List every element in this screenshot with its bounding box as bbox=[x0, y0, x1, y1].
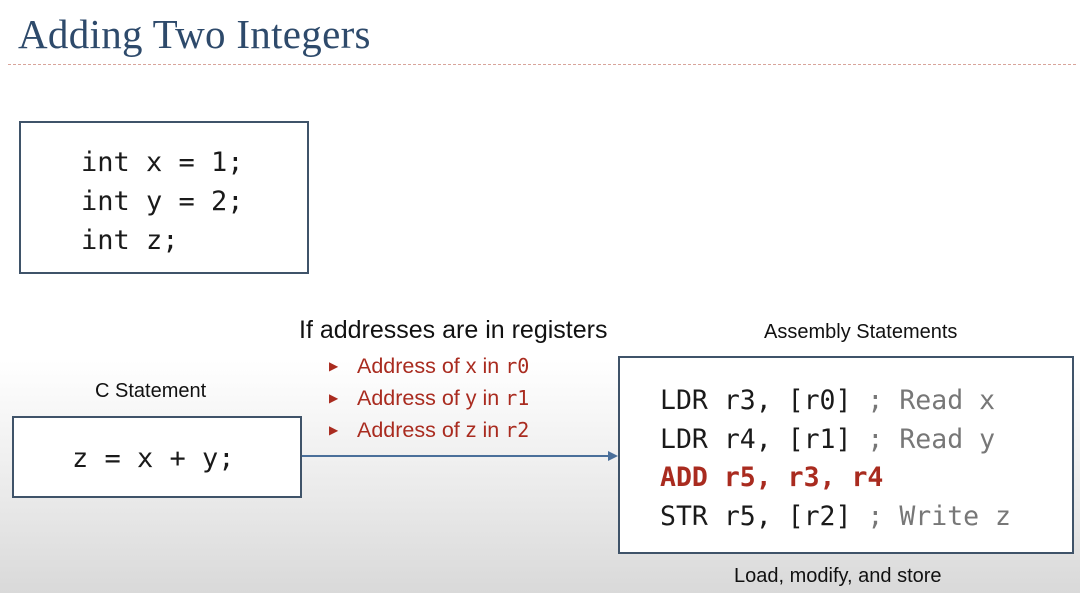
assembly-code: STR r5, [r2] bbox=[660, 500, 868, 532]
assembly-line: STR r5, [r2] ; Write z bbox=[660, 498, 1072, 537]
arrow-right-icon bbox=[302, 451, 618, 461]
register-name: r0 bbox=[505, 354, 530, 378]
register-item-text: Address of y in bbox=[357, 386, 506, 410]
register-name: r1 bbox=[505, 386, 530, 410]
register-item-text: Address of z in bbox=[357, 418, 506, 442]
assembly-comment: ; Write z bbox=[867, 500, 1012, 532]
assembly-comment: ; Read x bbox=[867, 385, 996, 416]
assembly-box: LDR r3, [r0] ; Read x LDR r4, [r1] ; Rea… bbox=[618, 356, 1074, 554]
register-item: ▶ Address of x in r0 bbox=[329, 350, 529, 382]
assembly-caption: Load, modify, and store bbox=[734, 565, 942, 587]
assembly-line-highlighted: ADD r5, r3, r4 bbox=[660, 459, 1072, 498]
assembly-comment: ; Read y bbox=[867, 423, 996, 455]
registers-heading: If addresses are in registers bbox=[299, 316, 608, 344]
assembly-line: LDR r3, [r0] ; Read x bbox=[660, 382, 1072, 421]
register-item: ▶ Address of z in r2 bbox=[329, 414, 529, 446]
assembly-code: LDR r3, [r0] bbox=[660, 385, 868, 416]
register-item-text: Address of x in bbox=[357, 354, 506, 378]
declaration-line: int z; bbox=[81, 225, 179, 256]
assembly-line: LDR r4, [r1] ; Read y bbox=[660, 421, 1072, 460]
triangle-bullet-icon: ▶ bbox=[329, 359, 339, 373]
title-divider bbox=[8, 64, 1076, 65]
declaration-line: int y = 2; bbox=[81, 186, 244, 217]
assembly-label: Assembly Statements bbox=[764, 321, 958, 343]
slide-title: Adding Two Integers bbox=[18, 11, 371, 57]
assembly-code: ADD r5, r3, r4 bbox=[660, 462, 884, 493]
triangle-bullet-icon: ▶ bbox=[329, 391, 339, 405]
c-statement-box: z = x + y; bbox=[12, 416, 302, 498]
declarations-box: int x = 1; int y = 2; int z; bbox=[19, 121, 309, 274]
c-statement-label: C Statement bbox=[95, 380, 207, 402]
declaration-line: int x = 1; bbox=[81, 147, 244, 178]
assembly-code: LDR r4, [r1] bbox=[660, 423, 868, 455]
register-item: ▶ Address of y in r1 bbox=[329, 382, 529, 414]
register-list: ▶Address of x in r0 ▶Address of y in r1 … bbox=[329, 350, 529, 446]
register-name: r2 bbox=[505, 418, 530, 442]
triangle-bullet-icon: ▶ bbox=[329, 423, 339, 437]
